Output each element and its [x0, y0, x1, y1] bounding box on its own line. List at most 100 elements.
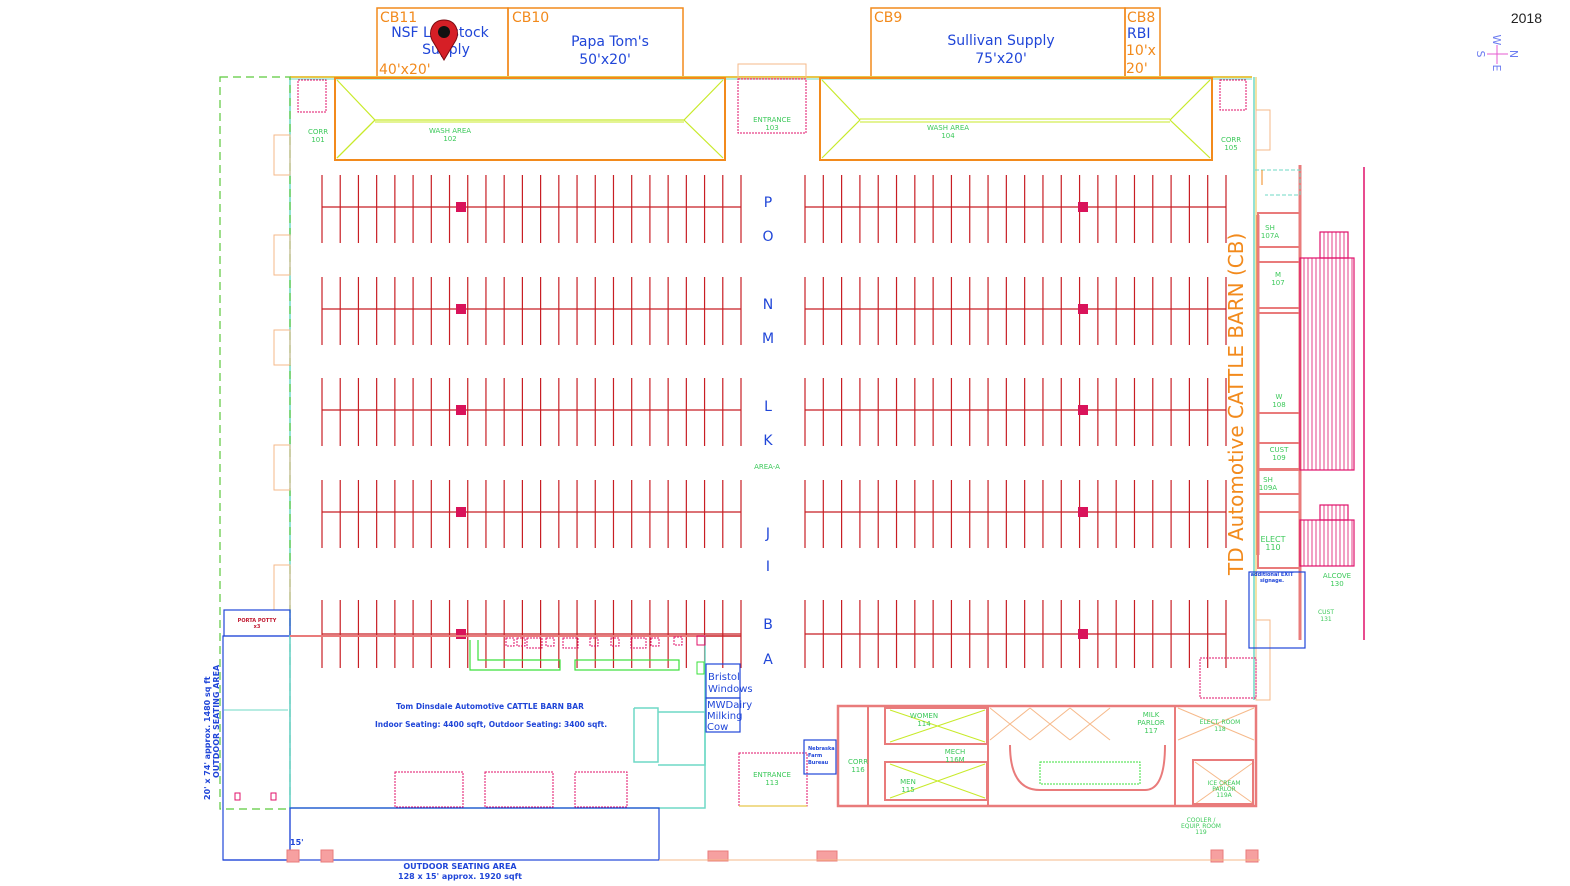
stall-rows [290, 175, 1227, 668]
svg-text:Nebraska: Nebraska [808, 746, 835, 752]
room-alcove-130: ALCOVE 130 [1323, 572, 1351, 588]
svg-text:CB9: CB9 [874, 10, 902, 26]
cattle-barn-bar[interactable]: Tom Dinsdale Automotive CATTLE BARN BAR … [289, 635, 706, 809]
svg-text:CUST: CUST [1270, 446, 1289, 454]
svg-text:CORR: CORR [848, 758, 868, 766]
south-east-block [836, 657, 1258, 808]
booth-cb8[interactable]: CB8 RBI 10'x 20' [1124, 7, 1161, 78]
room-ice-cream-parlor-119a: ICE CREAM PARLOR 119A [1207, 780, 1240, 799]
stall-post [456, 507, 466, 517]
svg-text:114: 114 [917, 720, 931, 728]
wash-area-102[interactable]: WASH AREA 102 [334, 77, 726, 161]
svg-text:MEN: MEN [900, 778, 916, 786]
svg-text:128 x 15' approx. 1920 sqft: 128 x 15' approx. 1920 sqft [398, 872, 522, 881]
aisle-letter: O [762, 229, 773, 245]
aisle-letter: N [763, 297, 773, 313]
svg-text:40'x20': 40'x20' [379, 62, 431, 78]
compass-s: S [1474, 51, 1487, 58]
porta-potty[interactable]: PORTA POTTY x3 [223, 609, 291, 637]
stall-post [1078, 629, 1088, 639]
svg-text:Papa Tom's: Papa Tom's [571, 34, 649, 50]
stall-row [321, 378, 1227, 446]
svg-text:102: 102 [443, 135, 456, 143]
stall-post [456, 629, 466, 639]
svg-text:115: 115 [901, 786, 914, 794]
svg-text:75'x20': 75'x20' [975, 51, 1027, 67]
booth-cb9[interactable]: CB9 Sullivan Supply 75'x20' [870, 7, 1126, 78]
outdoor-seating-south[interactable]: 15' OUTDOOR SEATING AREA 128 x 15' appro… [223, 807, 660, 881]
aisle-letter: I [766, 559, 770, 575]
booth-cb10[interactable]: CB10 Papa Tom's 50'x20' [507, 7, 684, 78]
compass-w: W [1490, 35, 1503, 46]
svg-text:20': 20' [1126, 61, 1148, 77]
room-mech-116m: MECH 116M [945, 748, 966, 764]
bar-seating: Indoor Seating: 4400 sqft, Outdoor Seati… [375, 720, 607, 729]
svg-text:CORR: CORR [1221, 136, 1241, 144]
aisle-letter: J [765, 526, 770, 542]
stall-row [321, 600, 1227, 668]
svg-text:SH: SH [1263, 476, 1273, 484]
svg-text:MILK: MILK [1143, 711, 1160, 719]
south-pillars [286, 849, 1259, 863]
location-pin-icon[interactable] [430, 19, 458, 61]
svg-text:15': 15' [290, 838, 304, 847]
svg-text:118: 118 [1214, 726, 1226, 733]
svg-text:110: 110 [1265, 543, 1280, 552]
svg-text:ELECT: ELECT [1260, 535, 1285, 544]
svg-text:CUST: CUST [1318, 609, 1334, 616]
booth-mwdairy-milking-cow[interactable]: MWDairy Milking Cow [705, 697, 752, 733]
booth-bristol-windows[interactable]: Bristol Windows [705, 663, 753, 699]
svg-text:WASH AREA: WASH AREA [429, 127, 471, 135]
svg-text:RBI: RBI [1127, 26, 1150, 42]
svg-text:107A: 107A [1261, 232, 1279, 240]
aisle-letter: K [763, 433, 773, 449]
svg-text:CB8: CB8 [1127, 10, 1155, 26]
compass-e: E [1490, 65, 1503, 72]
room-cust-109: CUST 109 [1270, 446, 1289, 462]
svg-text:CORR: CORR [308, 128, 328, 136]
svg-text:105: 105 [1224, 144, 1237, 152]
svg-text:PARLOR: PARLOR [1212, 786, 1236, 793]
svg-text:113: 113 [765, 779, 778, 787]
compass-n: N [1507, 50, 1520, 58]
svg-text:109: 109 [1272, 454, 1285, 462]
wash-area-104[interactable]: WASH AREA 104 [819, 77, 1213, 161]
corner-room-ne [1219, 79, 1247, 111]
svg-text:W: W [1276, 393, 1283, 401]
svg-text:109A: 109A [1259, 484, 1277, 492]
outdoor-seating-west[interactable]: 20' x 74' approx. 1480 sq ft OUTDOOR SEA… [203, 635, 291, 861]
stall-post [1078, 202, 1088, 212]
svg-text:Farm: Farm [808, 753, 822, 759]
aisle-letter: A [763, 652, 773, 668]
svg-text:PARLOR: PARLOR [1137, 719, 1165, 727]
year-label: 2018 [1510, 10, 1542, 26]
entrance-103[interactable]: ENTRANCE 103 [737, 63, 807, 134]
svg-text:x3: x3 [254, 624, 261, 630]
room-corr-105: CORR 105 [1221, 136, 1241, 152]
svg-text:Cow: Cow [707, 722, 728, 733]
svg-text:MECH: MECH [945, 748, 966, 756]
building-title: TD Automotive CATTLE BARN (CB) [1224, 233, 1248, 576]
svg-text:Sullivan Supply: Sullivan Supply [947, 33, 1054, 49]
svg-text:Milking: Milking [707, 711, 742, 722]
bar-title: Tom Dinsdale Automotive CATTLE BARN BAR [396, 702, 584, 711]
svg-text:ELECT. ROOM: ELECT. ROOM [1200, 719, 1241, 726]
stall-post [456, 304, 466, 314]
room-elect-118: ELECT. ROOM 118 [1200, 719, 1241, 733]
entrance-113[interactable]: ENTRANCE 113 [738, 752, 808, 807]
aisle-letter: B [763, 617, 773, 633]
svg-text:20' x 74' approx. 1480 sq ft: 20' x 74' approx. 1480 sq ft [203, 676, 212, 800]
exit-signage-note: additional EXIT signage. [1248, 571, 1306, 649]
stall-post [1078, 405, 1088, 415]
svg-text:MWDairy: MWDairy [707, 700, 752, 711]
area-a-label: AREA-A [754, 463, 780, 471]
svg-text:10'x: 10'x [1126, 43, 1156, 59]
svg-text:104: 104 [941, 132, 955, 140]
stall-row [321, 480, 1227, 548]
aisle-letter: L [764, 399, 772, 415]
svg-text:ENTRANCE: ENTRANCE [753, 771, 791, 779]
svg-text:Bureau: Bureau [808, 760, 829, 766]
booth-nebraska-farm-bureau[interactable]: Nebraska Farm Bureau [803, 739, 837, 775]
